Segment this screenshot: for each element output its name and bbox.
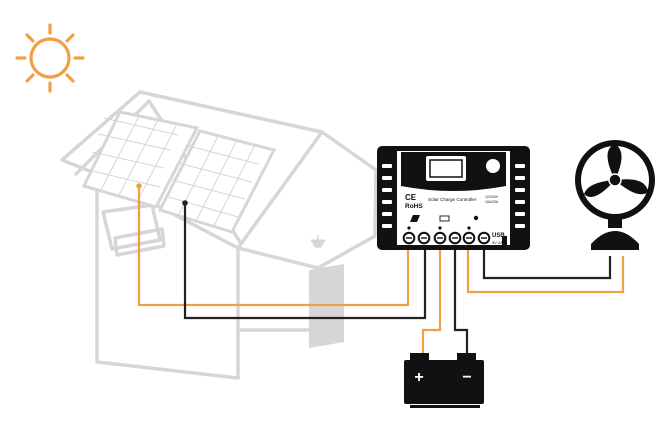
load-negative-wire — [482, 250, 612, 280]
controller-usb-spec: 5V 2A — [492, 240, 503, 245]
solar-positive-wire — [137, 186, 410, 307]
controller-spec-1: 12V/24V — [485, 195, 499, 199]
fan-icon — [575, 140, 655, 250]
load-wires — [466, 250, 625, 294]
charge-controller-icon: CE RoHS Solar Charge Controller 12V/24V … — [377, 146, 530, 250]
battery-icon: + − — [404, 353, 484, 408]
controller-lcd-display — [426, 156, 466, 181]
solar-positive-terminal — [136, 183, 142, 189]
load-positive-wire — [466, 250, 625, 294]
solar-wires — [137, 186, 427, 320]
battery-wires — [421, 250, 469, 360]
controller-button[interactable] — [486, 159, 500, 173]
controller-title: Solar Charge Controller — [428, 197, 477, 202]
battery-positive-label: + — [414, 369, 423, 386]
sun-icon — [15, 23, 85, 93]
battery-negative-label: − — [462, 369, 471, 386]
terminal-load-symbol — [467, 226, 471, 230]
controller-spec-2: 10A/20A — [485, 200, 499, 204]
battery-positive-wire — [421, 250, 442, 360]
controller-load-status-icon — [473, 215, 479, 221]
controller-panel-status-icon — [410, 215, 420, 222]
terminal-battery-symbol — [438, 226, 442, 230]
solar-panel-icon — [81, 110, 277, 234]
controller-usb-label: USB — [492, 233, 505, 239]
solar-negative-terminal — [182, 200, 188, 206]
battery-negative-wire — [453, 250, 469, 360]
controller-brand: RoHS — [405, 203, 423, 210]
controller-battery-status-icon — [439, 215, 450, 222]
controller-ce-mark: CE — [405, 193, 417, 202]
solar-negative-wire — [183, 203, 427, 320]
terminal-solar-symbol — [407, 226, 411, 230]
solar-panel-grid — [87, 115, 259, 227]
controller-usb-port[interactable] — [502, 236, 507, 245]
